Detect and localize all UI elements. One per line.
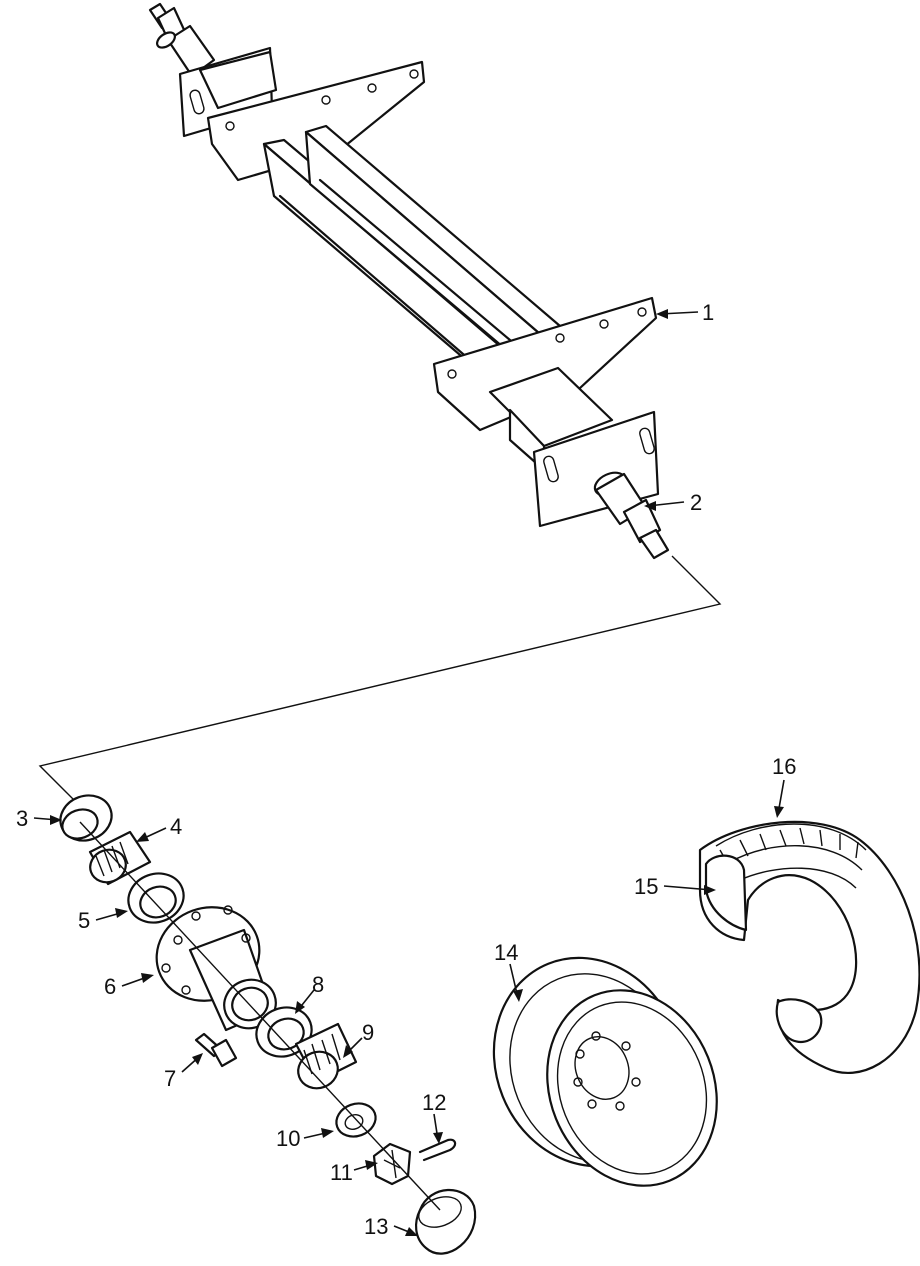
wheel-rim [492,956,718,1187]
callout-1: 1 [656,300,714,325]
callout-11: 11 [330,1160,378,1185]
tire [698,820,920,1074]
callouts: 1 2 3 4 5 6 7 [16,300,796,1239]
callout-6: 6 [104,973,154,999]
leader-line-spindle-to-hub [38,555,722,801]
callout-3: 3 [16,806,62,831]
top-spindle [148,2,216,78]
hub-cap [414,1188,477,1255]
bearing-cup-outer [59,794,113,842]
callout-8-label: 8 [312,972,324,997]
cotter-pin [418,1138,457,1162]
cone-bearing-inner [294,1022,358,1090]
callout-15: 15 [634,874,716,899]
callout-13: 13 [364,1214,418,1239]
callout-3-label: 3 [16,806,28,831]
hub-axis-line [79,821,441,1211]
callout-14-label: 14 [494,940,518,965]
callout-16: 16 [772,754,796,818]
callout-5: 5 [78,908,128,933]
callout-2: 2 [644,490,702,515]
callout-1-label: 1 [702,300,714,325]
callout-16-label: 16 [772,754,796,779]
castle-nut [372,1142,412,1186]
callout-8: 8 [295,972,324,1014]
callout-4: 4 [136,814,182,842]
callout-7: 7 [164,1053,203,1091]
callout-12: 12 [422,1090,446,1144]
callout-7-label: 7 [164,1066,176,1091]
lower-spindle [593,471,670,560]
callout-6-label: 6 [104,974,116,999]
callout-14: 14 [494,940,523,1002]
callout-11-label: 11 [330,1160,353,1185]
callout-9-label: 9 [362,1020,374,1045]
callout-9: 9 [343,1020,374,1058]
seal [127,872,185,924]
callout-2-label: 2 [690,490,702,515]
main-beam [262,124,562,374]
callout-13-label: 13 [364,1214,388,1239]
cone-bearing-outer [88,830,152,886]
callout-4-label: 4 [170,814,182,839]
wheel-bolt [194,1032,238,1068]
callout-10-label: 10 [276,1126,300,1151]
callout-10: 10 [276,1126,334,1151]
callout-15-label: 15 [634,874,658,899]
callout-12-label: 12 [422,1090,446,1115]
axle-assembly [38,2,722,801]
callout-5-label: 5 [78,908,90,933]
